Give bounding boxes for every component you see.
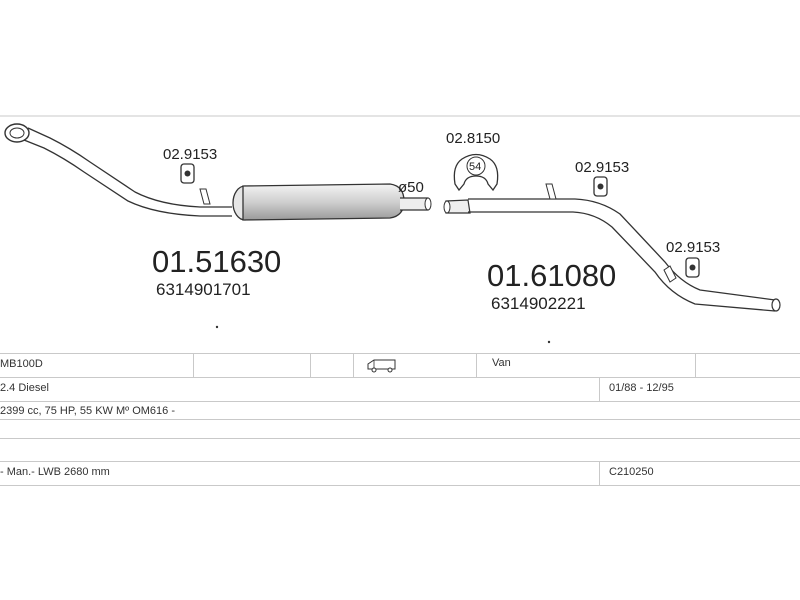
clamp-ref-label: 02.9153 [163, 146, 217, 163]
dot-marker [215, 325, 219, 329]
table-divider [353, 353, 354, 377]
transmission-wheelbase: - Man.- LWB 2680 mm [0, 466, 110, 478]
clamp-ref-label: 02.9153 [575, 159, 629, 176]
oem-number-1: 6314901701 [156, 280, 251, 299]
part-number-2: 01.61080 [487, 258, 616, 293]
body-type: Van [492, 357, 511, 369]
table-divider [599, 461, 600, 485]
table-divider [695, 353, 696, 377]
pipe-hanger [199, 188, 211, 205]
engine: 2.4 Diesel [0, 382, 49, 394]
clamp-ref-label: 02.9153 [666, 239, 720, 256]
clamp-ref-label: 02.8150 [446, 130, 500, 147]
front-pipe [27, 127, 232, 208]
production-years: 01/88 - 12/95 [609, 382, 674, 394]
table-line [0, 461, 800, 462]
table-line [0, 401, 800, 402]
clamp-ref-4: 02.9153 [666, 239, 720, 278]
pipe-hanger [663, 265, 677, 283]
inlet-flange [4, 123, 30, 143]
table-divider [599, 377, 600, 401]
clamp-badge: 54 [469, 161, 481, 173]
table-line [0, 419, 800, 420]
van-icon [367, 359, 396, 373]
clamp-ref-2: 02.8150 54 [446, 130, 500, 192]
front-pipe-assembly [4, 123, 432, 221]
engine-spec: 2399 cc, 75 HP, 55 KW Mº OM616 - [0, 405, 176, 417]
table-line [0, 485, 800, 486]
table-line [0, 353, 800, 354]
table-line [0, 438, 800, 439]
diameter-label: ø50 [398, 179, 424, 196]
tailpipe-outlet [771, 298, 781, 312]
table-line [0, 377, 800, 378]
vehicle-model: MB100D [0, 358, 43, 370]
pipe-hanger [545, 183, 557, 200]
rear-pipe [468, 198, 776, 301]
middle-silencer [242, 183, 405, 221]
oem-number-2: 6314902221 [491, 294, 586, 313]
table-divider [476, 353, 477, 377]
dot-marker [547, 340, 551, 344]
part-number-1: 01.51630 [152, 244, 281, 279]
system-code: C210250 [609, 466, 654, 478]
table-divider [310, 353, 311, 377]
table-divider [193, 353, 194, 377]
rear-pipe-assembly [443, 183, 781, 312]
clamp-ref-1: 02.9153 [163, 146, 217, 184]
clamp-ref-3: 02.9153 [575, 159, 629, 197]
